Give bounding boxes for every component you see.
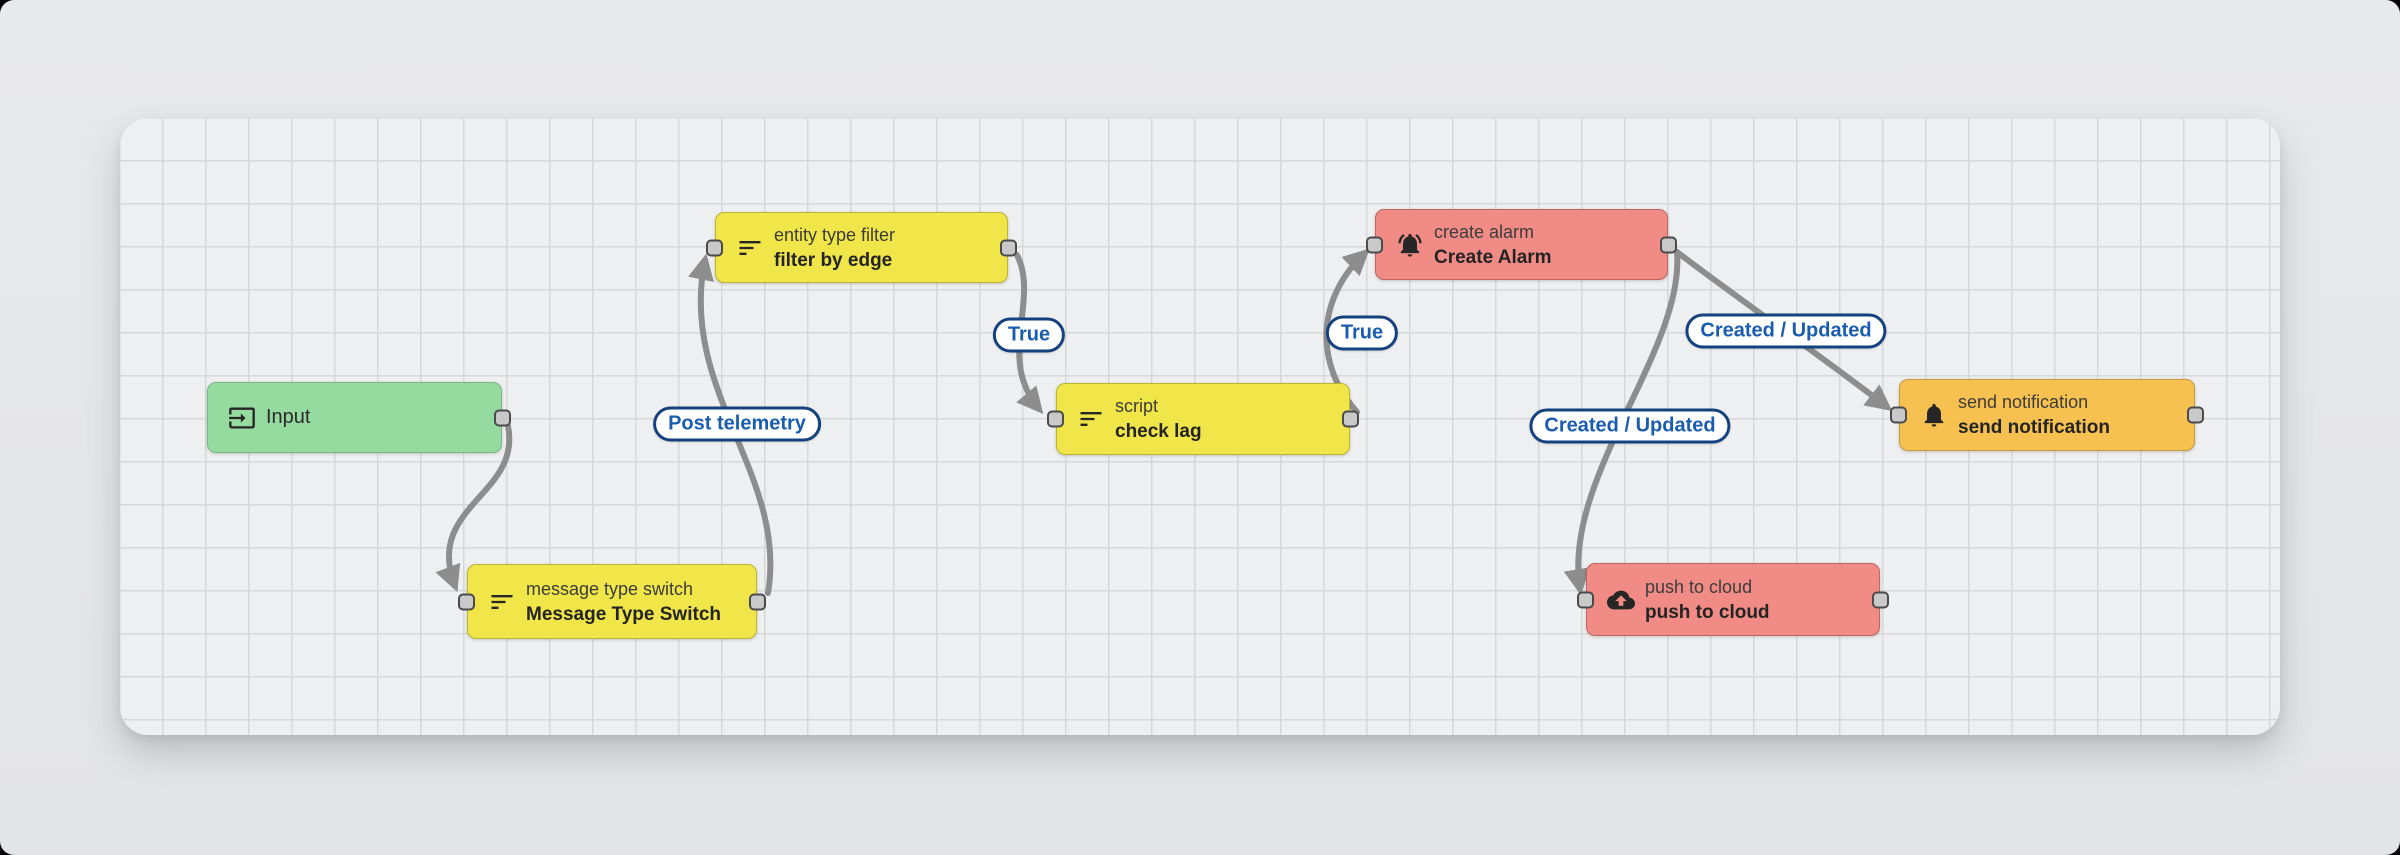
filter-icon	[1077, 405, 1105, 433]
output-port[interactable]	[1872, 591, 1889, 608]
node-entity-type-filter[interactable]: entity type filter filter by edge	[706, 212, 1017, 283]
link-label-script-to-create-alarm[interactable]: True	[1325, 315, 1399, 351]
input-port[interactable]	[1366, 236, 1383, 253]
node-text: entity type filter filter by edge	[774, 223, 895, 273]
filter-icon	[488, 588, 516, 616]
node-name-label: Create Alarm	[1434, 246, 1552, 268]
bell-icon	[1920, 401, 1948, 429]
bell-ringing-icon	[1396, 231, 1424, 259]
node-send-notification[interactable]: send notification send notification	[1890, 379, 2204, 451]
node-type-label: message type switch	[526, 578, 694, 599]
input-icon	[228, 404, 256, 432]
node-type-label: entity type filter	[774, 224, 896, 245]
link-label-create-alarm-to-send-notification[interactable]: Created / Updated	[1685, 313, 1887, 349]
node-name-label: push to cloud	[1645, 601, 1770, 623]
node-text: push to cloud push to cloud	[1645, 575, 1770, 625]
node-text: send notification send notification	[1958, 390, 2110, 440]
node-name-label: check lag	[1115, 421, 1202, 442]
output-port[interactable]	[1342, 410, 1359, 428]
output-port[interactable]	[1000, 239, 1017, 256]
node-script[interactable]: script check lag	[1047, 383, 1359, 455]
node-type-label: create alarm	[1434, 221, 1535, 242]
node-type-label: script	[1115, 396, 1159, 416]
output-port[interactable]	[749, 593, 766, 610]
link-label-message-type-switch-to-entity-type-filter[interactable]: Post telemetry	[653, 406, 821, 442]
input-port[interactable]	[1047, 410, 1064, 428]
edge-input-to-message-type-switch[interactable]	[435, 423, 513, 593]
input-port[interactable]	[458, 593, 475, 610]
node-text: Input	[266, 405, 310, 430]
output-port[interactable]	[2187, 406, 2204, 424]
output-port[interactable]	[1660, 236, 1677, 253]
cloud-upload-icon	[1607, 586, 1635, 614]
input-port[interactable]	[1890, 406, 1907, 424]
output-port[interactable]	[494, 409, 511, 426]
node-push-to-cloud[interactable]: push to cloud push to cloud	[1577, 563, 1889, 636]
link-label-create-alarm-to-push-to-cloud[interactable]: Created / Updated	[1529, 408, 1731, 444]
filter-icon	[736, 234, 764, 262]
node-type-label: push to cloud	[1645, 576, 1753, 597]
node-input[interactable]: Input	[207, 382, 511, 453]
node-name-label: Message Type Switch	[526, 603, 721, 625]
input-port[interactable]	[1577, 591, 1594, 608]
node-name-label: filter by edge	[774, 249, 893, 271]
node-type-label: Input	[266, 406, 311, 428]
node-type-label: send notification	[1958, 392, 2089, 412]
link-label-entity-type-filter-to-script[interactable]: True	[992, 317, 1066, 353]
node-text: script check lag	[1115, 394, 1202, 444]
node-name-label: send notification	[1958, 417, 2110, 438]
input-port[interactable]	[706, 239, 723, 256]
